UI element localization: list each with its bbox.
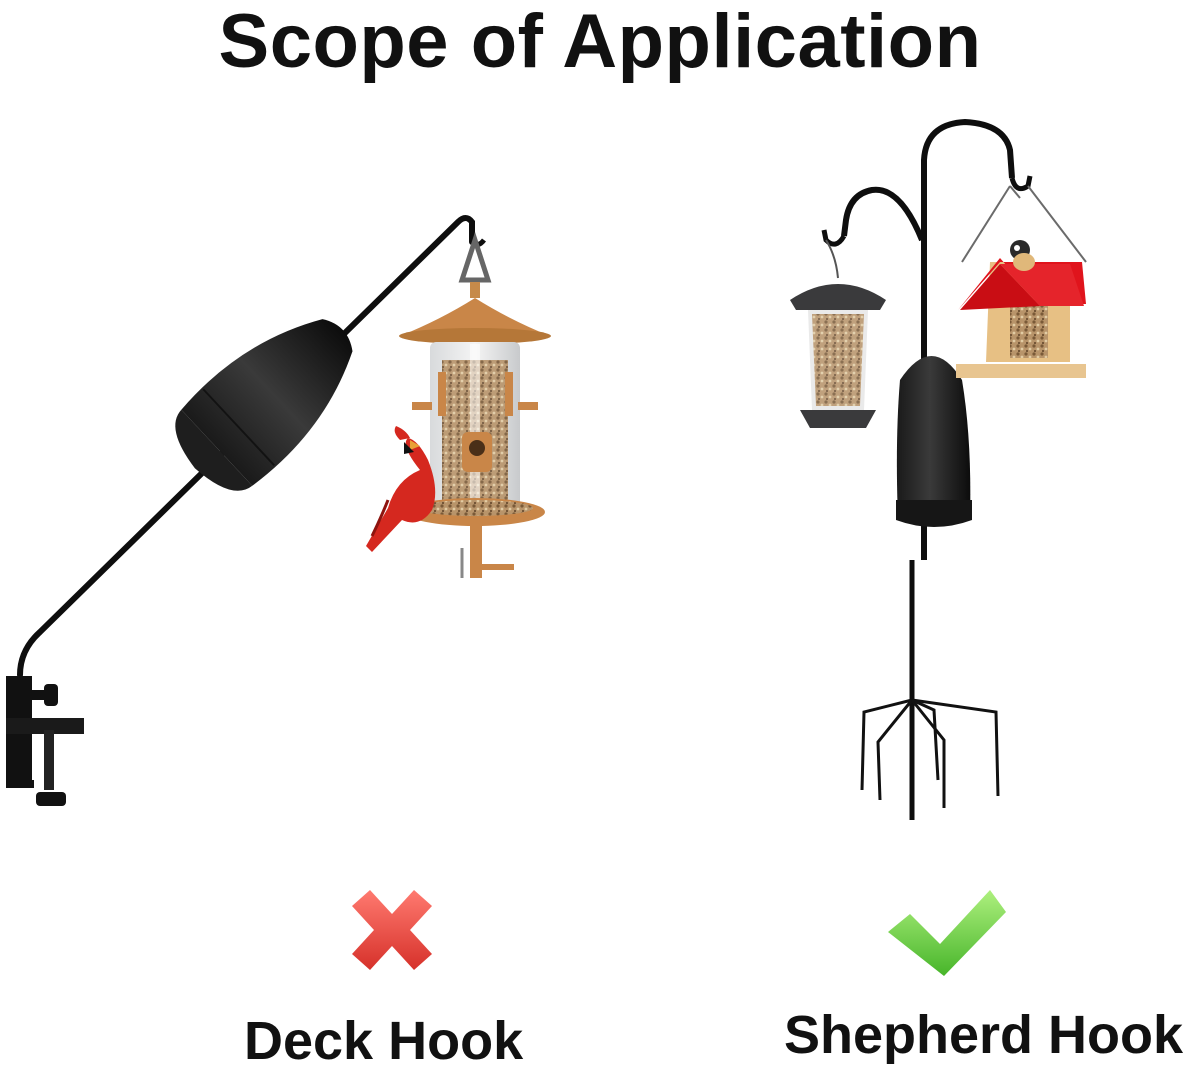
cardinal-bird-image: [366, 426, 436, 552]
cross-icon: [352, 890, 432, 970]
shepherd-hook-illustration: [790, 118, 1087, 820]
deck-hook-label: Deck Hook: [244, 1011, 524, 1071]
check-icon: [888, 890, 1006, 976]
shepherd-hook-label: Shepherd Hook: [784, 1005, 1184, 1065]
page-title: Scope of Application: [218, 0, 982, 84]
deck-hook-illustration: [6, 215, 551, 806]
